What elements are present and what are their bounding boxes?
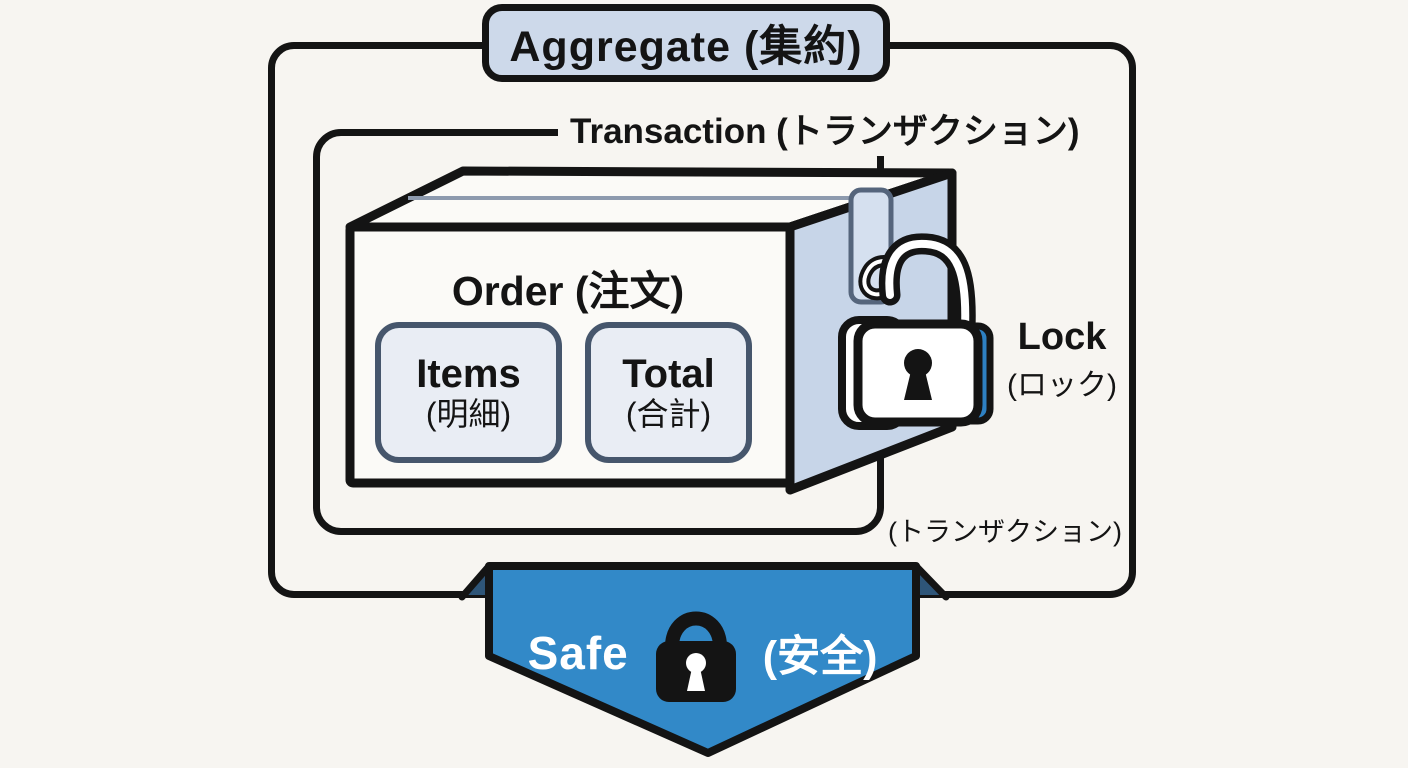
lock-label-en: Lock (1017, 316, 1107, 358)
open-padlock-icon (838, 233, 994, 430)
transaction-label: Transaction (トランザクション) (558, 108, 1092, 156)
aggregate-badge: Aggregate (集約) (482, 4, 890, 82)
safe-label-en: Safe (527, 627, 629, 679)
total-label-ja: (合計) (625, 395, 712, 432)
order-label: Order (注文) (451, 268, 685, 314)
items-label-ja: (明細) (425, 395, 512, 432)
items-label-en: Items (416, 352, 521, 397)
closed-padlock-icon (655, 611, 736, 702)
safe-label-ja: (安全) (762, 633, 878, 681)
total-field: Total (合計) (585, 322, 752, 463)
items-field: Items (明細) (375, 322, 562, 463)
safe-ribbon-content: Safe (安全) (489, 600, 916, 706)
aggregate-title: Aggregate (集約) (509, 23, 863, 71)
lock-label-ja: (ロック) (1007, 369, 1117, 402)
total-label-en: Total (622, 352, 715, 397)
transaction-bottom-label: (トランザクション) (888, 517, 1122, 547)
